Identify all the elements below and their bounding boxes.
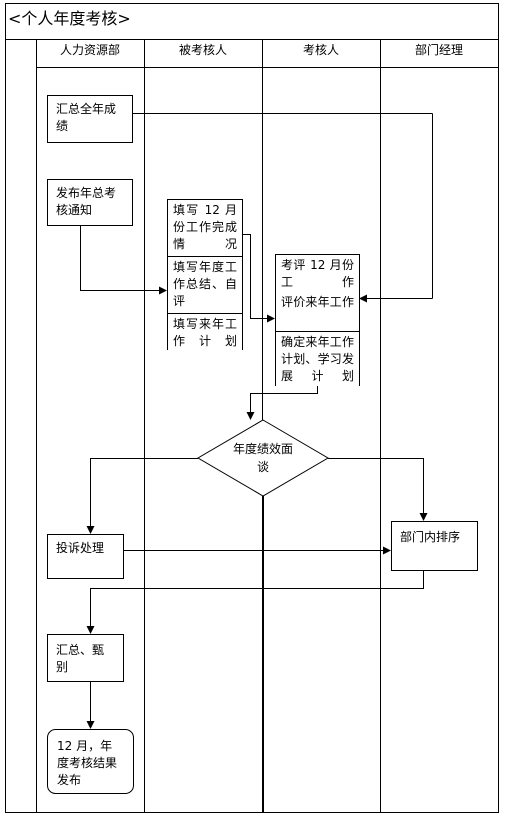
node-publish-result: 12 月，年度考核结果发布 xyxy=(57,739,118,787)
node-fill-next-plan: 填写来年工作计划 xyxy=(168,315,242,351)
connector-notice-to-fill xyxy=(80,225,167,295)
node-summarize-year: 汇总全年成绩 xyxy=(48,99,132,137)
node-complaint: 投诉处理 xyxy=(48,538,123,559)
node-fill-year-summary: 填写年度工作总结、自评 xyxy=(168,258,242,311)
node-eval-dec: 考评 12 月份工作 xyxy=(276,256,359,292)
node-interview: 年度绩效面谈 xyxy=(233,442,294,474)
lane-header-evaluatee: 被考核人 xyxy=(178,43,227,57)
connector-rank-to-summary xyxy=(86,570,424,634)
node-confirm-plan: 确定来年工作计划、学习发展计划 xyxy=(276,333,359,386)
connector-fill-to-eval xyxy=(242,234,275,323)
lane-header-evaluator: 考核人 xyxy=(302,43,339,57)
lane-header-hr: 人力资源部 xyxy=(59,43,120,57)
node-dept-rank: 部门内排序 xyxy=(392,527,477,548)
box-publish-result xyxy=(47,729,134,794)
outer-frame xyxy=(5,3,499,813)
connector-interview-to-complaint xyxy=(86,458,198,534)
connector-interview-to-rank xyxy=(328,458,428,521)
lane-header-dept-manager: 部门经理 xyxy=(414,43,463,57)
node-publish-notice: 发布年总考核通知 xyxy=(48,183,132,221)
node-summarize-screen: 汇总、甄别 xyxy=(48,640,123,678)
diagram-title: <个人年度考核> xyxy=(8,9,131,28)
node-fill-dec-work: 填写 12 月份工作完成情况 xyxy=(168,201,242,254)
node-eval-next-work: 评价来年工作 xyxy=(276,293,359,312)
connector-eval-to-interview xyxy=(246,385,318,420)
